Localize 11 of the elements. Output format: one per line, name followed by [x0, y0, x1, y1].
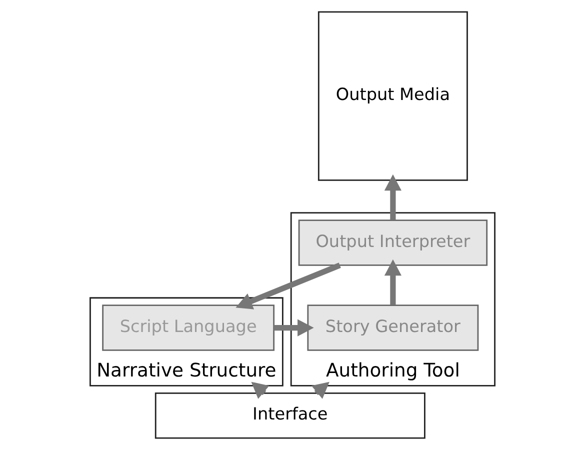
arrow: [384, 259, 401, 305]
node-box: Script Language: [102, 304, 274, 351]
arrow: [384, 174, 401, 220]
node-box: Interface: [154, 392, 425, 439]
arrow: [235, 262, 340, 310]
node-box: Output Interpreter: [298, 220, 488, 266]
node-box: Story Generator: [306, 304, 478, 351]
arrow: [273, 319, 314, 336]
arrow: [250, 382, 269, 399]
node-box: Output Media: [317, 11, 468, 181]
arrow: [310, 382, 329, 399]
